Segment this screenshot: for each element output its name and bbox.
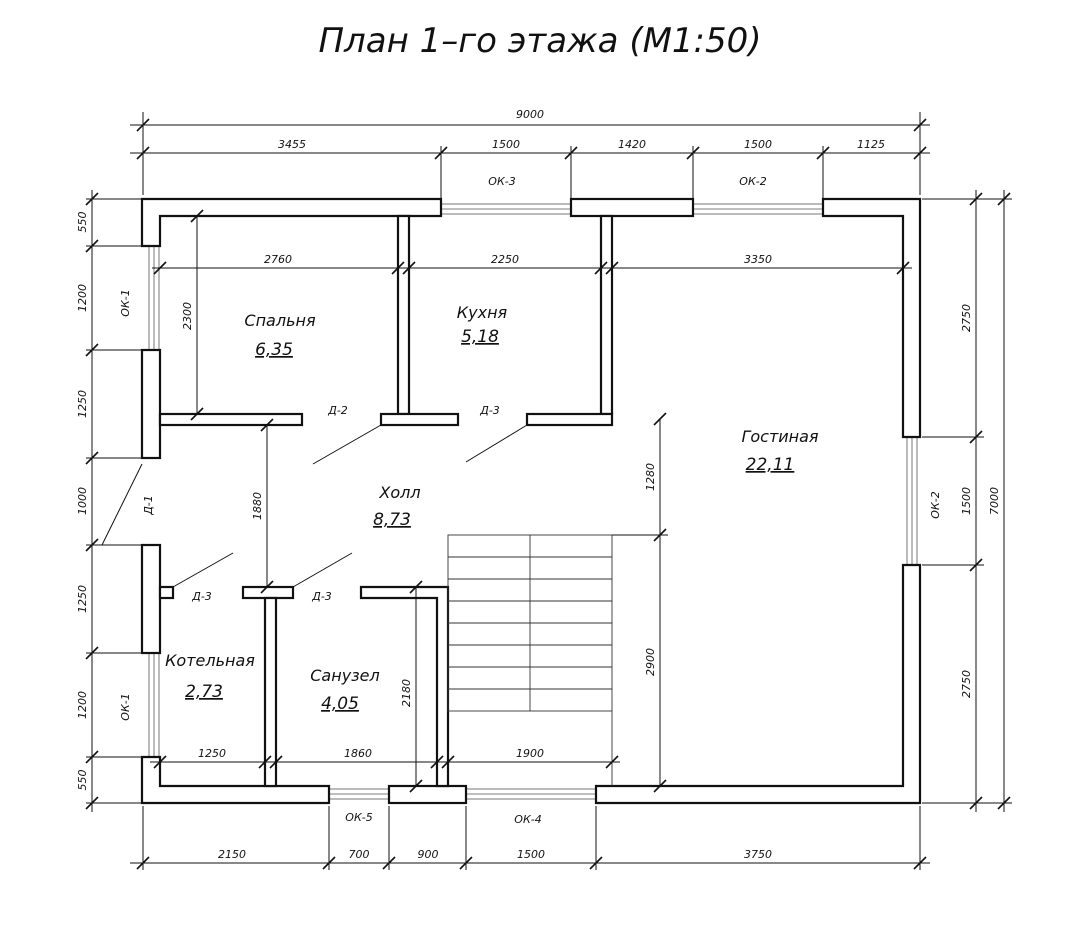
dim-stair-width: 1900 (516, 747, 544, 760)
room-living-name: Гостиная (741, 427, 818, 446)
label-door-d3-boiler: Д-3 (191, 590, 212, 603)
label-window-ok5: ОК-5 (345, 811, 372, 824)
opening-labels: ОК-3 ОК-2 ОК-1 ОК-1 ОК-2 ОК-5 ОК-4 Д-1 Д… (119, 175, 942, 826)
label-door-d3-kitchen: Д-3 (479, 404, 500, 417)
plan-title: План 1–го этажа (М1:50) (318, 21, 761, 61)
dim-bottom-2: 700 (349, 848, 370, 861)
dim-left-6: 1200 (76, 691, 89, 719)
dim-right-total: 7000 (988, 487, 1001, 515)
dim-bath-width: 1860 (344, 747, 372, 760)
dim-left-4: 1000 (76, 487, 89, 515)
room-boiler-name: Котельная (165, 651, 255, 670)
room-bath-name: Санузел (310, 666, 379, 685)
dim-left-5: 1250 (76, 585, 89, 613)
label-window-ok1-upper: ОК-1 (119, 289, 132, 316)
dim-living-lower: 2900 (644, 648, 657, 676)
dim-top-4: 1500 (744, 138, 772, 151)
dim-living-width: 3350 (744, 253, 772, 266)
dim-right-3: 2750 (960, 670, 973, 698)
room-hall-area: 8,73 (373, 510, 411, 530)
dim-living-upper: 1280 (644, 463, 657, 491)
dim-top-2: 1500 (492, 138, 520, 151)
dim-left-3: 1250 (76, 390, 89, 418)
room-bedroom-name: Спальня (244, 311, 316, 330)
dim-bath-height: 2180 (400, 679, 413, 707)
dim-top-3: 1420 (618, 138, 646, 151)
dim-boiler-width: 1250 (198, 747, 226, 760)
dim-kitchen-width: 2250 (491, 253, 519, 266)
dim-hall-height: 1880 (251, 492, 264, 520)
dim-left-7: 550 (76, 770, 89, 791)
staircase (447, 534, 613, 786)
label-door-d3-bath: Д-3 (311, 590, 332, 603)
room-living-area: 22,11 (746, 455, 795, 475)
exterior-walls (140, 197, 922, 805)
dim-left-2: 1200 (76, 284, 89, 312)
dim-top-total: 9000 (516, 108, 544, 121)
dim-bedroom-width: 2760 (264, 253, 292, 266)
room-kitchen-name: Кухня (457, 303, 508, 322)
dim-bottom-5: 3750 (744, 848, 772, 861)
left-dimensions: 550 1200 1250 1000 1250 1200 550 (76, 190, 142, 812)
dim-bottom-4: 1500 (517, 848, 545, 861)
top-dimensions: 9000 3455 1500 1420 1500 1125 (130, 108, 930, 198)
door-swings (101, 424, 528, 588)
room-bedroom-area: 6,35 (255, 340, 293, 360)
dim-bottom-1: 2150 (218, 848, 246, 861)
label-door-d2: Д-2 (327, 404, 348, 417)
room-boiler-area: 2,73 (185, 682, 223, 702)
label-window-ok2-top: ОК-2 (739, 175, 766, 188)
dim-bottom-3: 900 (418, 848, 439, 861)
label-window-ok4: ОК-4 (514, 813, 541, 826)
dim-top-5: 1125 (857, 138, 885, 151)
label-window-ok2-right: ОК-2 (929, 491, 942, 518)
dim-left-1: 550 (76, 212, 89, 233)
room-kitchen-area: 5,18 (461, 327, 499, 347)
bottom-dimensions: 2150 700 900 1500 3750 (130, 806, 930, 870)
right-dimensions: 2750 1500 2750 7000 (922, 190, 1012, 812)
dim-right-2: 1500 (960, 487, 973, 515)
room-bath-area: 4,05 (321, 694, 359, 714)
dim-right-1: 2750 (960, 304, 973, 332)
room-hall-name: Холл (378, 483, 420, 502)
label-window-ok3: ОК-3 (488, 175, 515, 188)
dim-top-1: 3455 (278, 138, 306, 151)
room-labels: Спальня 6,35 Кухня 5,18 Гостиная 22,11 Х… (165, 303, 819, 714)
label-window-ok1-lower: ОК-1 (119, 693, 132, 720)
interior-dimensions: 2760 2250 3350 2300 1880 2180 1280 2900 (150, 209, 912, 793)
interior-walls (158, 214, 614, 788)
dim-bedroom-height: 2300 (181, 302, 194, 330)
label-door-d1: Д-1 (142, 495, 155, 516)
